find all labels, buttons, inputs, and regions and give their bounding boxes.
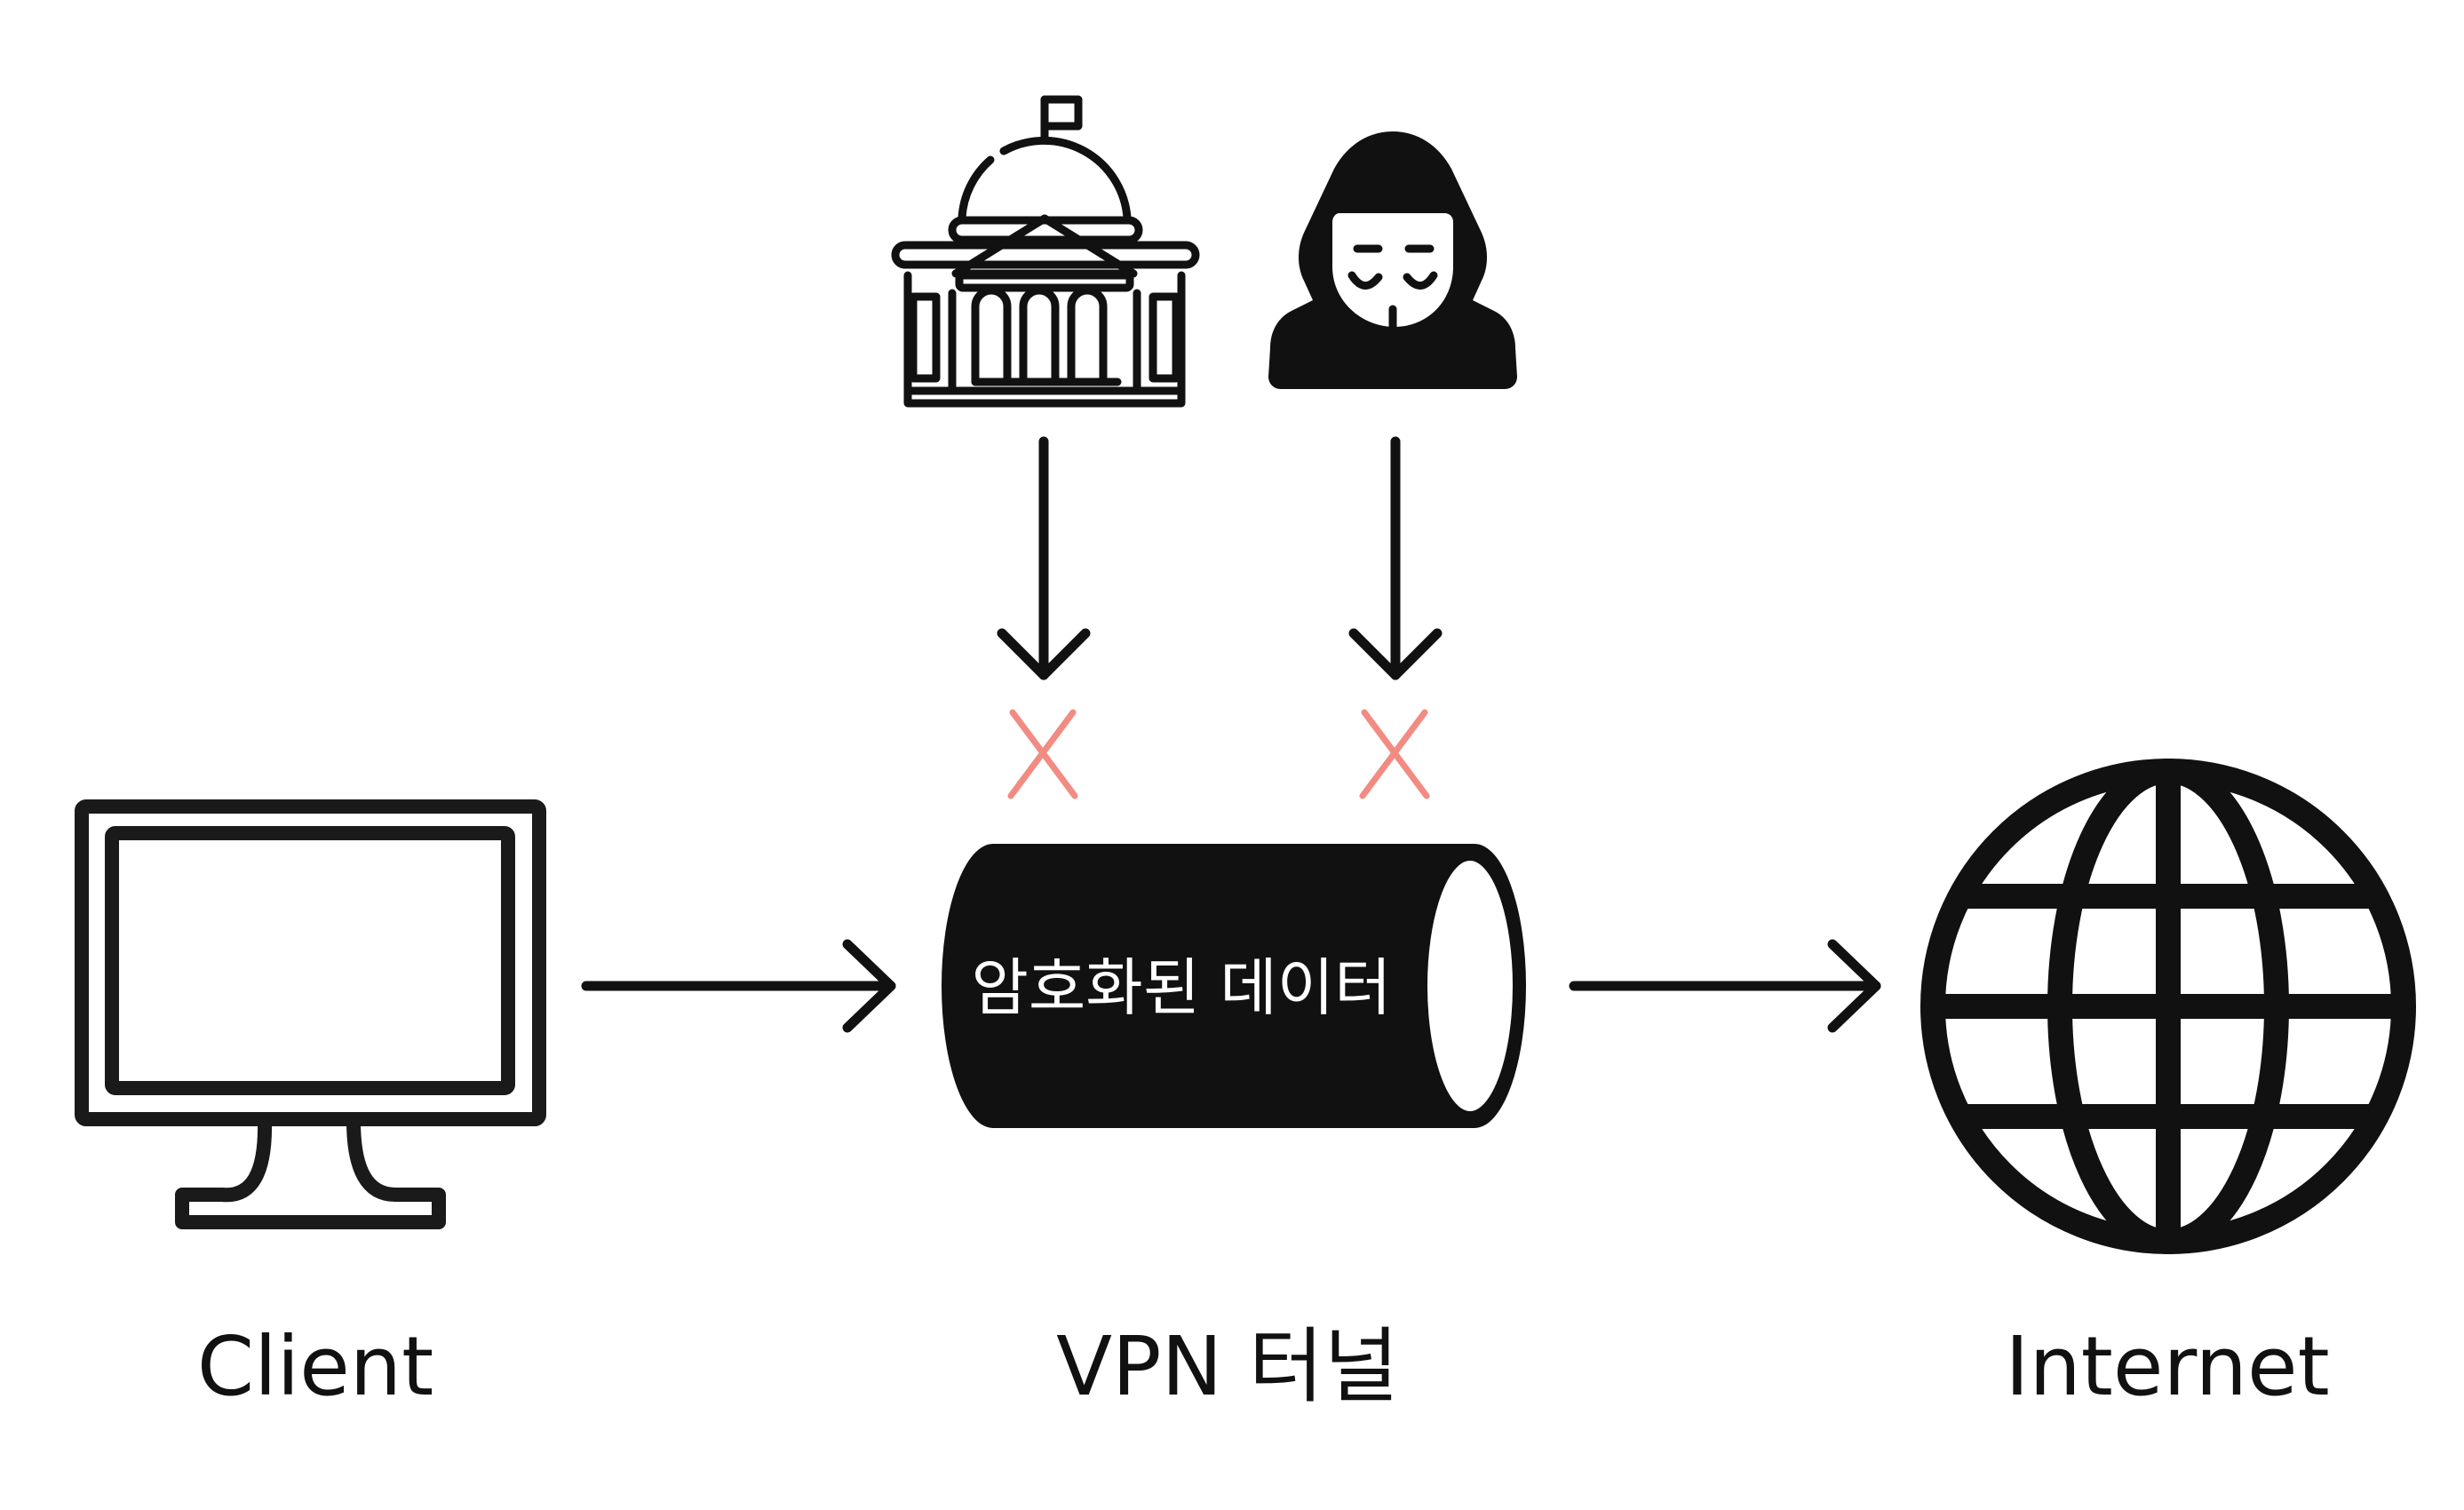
globe-icon bbox=[1920, 759, 2416, 1254]
client-to-tunnel-arrow bbox=[581, 939, 896, 1033]
client-label: Client bbox=[197, 1319, 433, 1414]
desktop-monitor-icon bbox=[75, 799, 546, 1229]
x-mark-icon bbox=[1359, 709, 1430, 799]
tunnel-to-internet-arrow bbox=[1569, 939, 1881, 1033]
vpn-tunnel-label: VPN 터널 bbox=[1056, 1319, 1399, 1414]
encrypted-data-label: 암호화된 데이터 bbox=[971, 951, 1391, 1024]
government-building-icon bbox=[891, 95, 1200, 408]
gov-to-tunnel-arrow bbox=[997, 436, 1091, 680]
internet-label: Internet bbox=[2005, 1319, 2329, 1414]
hooded-hacker-icon bbox=[1268, 131, 1517, 389]
hacker-to-tunnel-arrow bbox=[1348, 436, 1443, 680]
x-mark-icon bbox=[1007, 709, 1078, 799]
vpn-tunnel-cylinder: 암호화된 데이터 bbox=[942, 844, 1526, 1128]
